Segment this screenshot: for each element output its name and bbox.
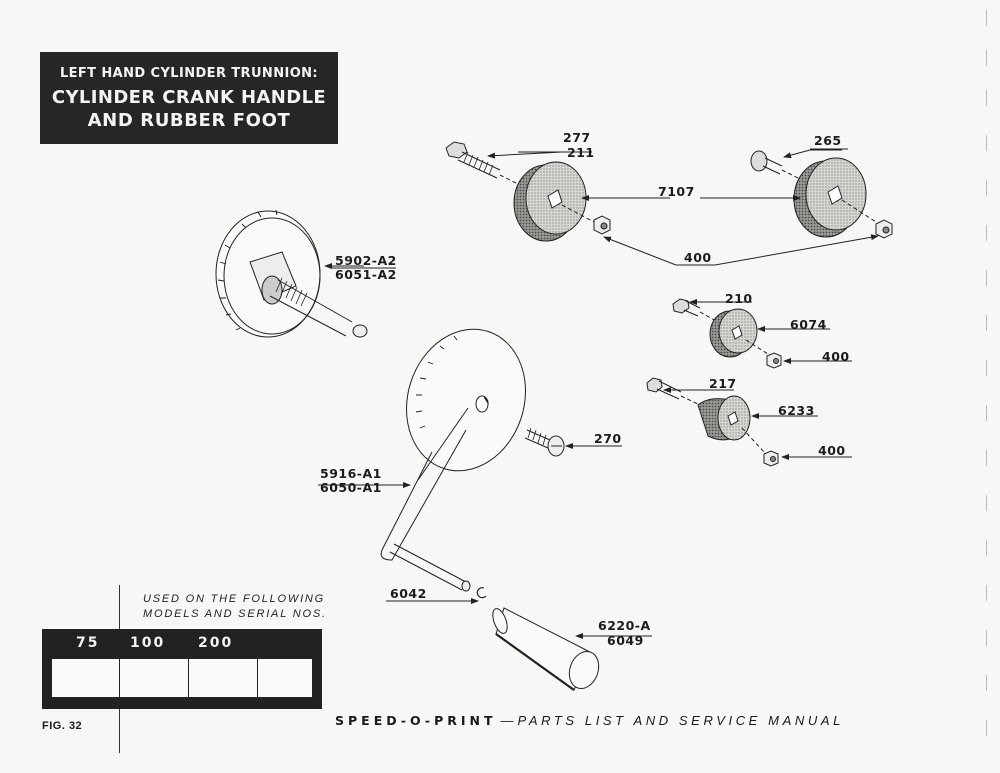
rubber-foot-7107-left	[513, 161, 587, 242]
title-line-2: CYLINDER CRANK HANDLE	[51, 87, 327, 108]
serial-cell-1	[52, 659, 119, 697]
part-label-6049: 6049	[607, 633, 644, 648]
part-label-6050-a1: 6050-A1	[320, 480, 382, 495]
square-nut-400-mid	[766, 352, 782, 369]
model-200: 200	[198, 635, 234, 651]
part-label-5916-a1: 5916-A1	[320, 466, 382, 481]
retaining-clip-6042	[476, 587, 487, 599]
bolt-265	[750, 150, 807, 183]
title-line-3: AND RUBBER FOOT	[87, 110, 291, 131]
square-nut-400-left	[593, 215, 611, 235]
serial-cell-4	[258, 659, 312, 697]
crank-handle-5916-a1	[380, 328, 526, 561]
bolt-277-211	[445, 141, 523, 187]
part-label-6042: 6042	[390, 586, 427, 601]
part-label-211: 211	[567, 145, 595, 160]
rubber-foot-7107-right	[793, 157, 867, 238]
part-label-217: 217	[709, 376, 737, 391]
leader-400-right	[676, 234, 879, 266]
crank-pin	[389, 543, 471, 592]
models-table: 75 100 200	[42, 629, 322, 709]
foot-6074	[709, 308, 758, 358]
leader-400-left	[603, 236, 677, 266]
part-label-400-top: 400	[684, 250, 712, 265]
models-caption-line-1: USED ON THE FOLLOWING	[143, 593, 326, 605]
part-label-6233: 6233	[778, 403, 815, 418]
footer: SPEED-O-PRINT—PARTS LIST AND SERVICE MAN…	[335, 713, 844, 728]
title-block: LEFT HAND CYLINDER TRUNNION: CYLINDER CR…	[40, 52, 338, 144]
part-label-6220-a: 6220-A	[598, 618, 651, 633]
part-label-265: 265	[814, 133, 842, 148]
models-caption-line-2: MODELS AND SERIAL NOS.	[143, 608, 327, 620]
title-line-1: LEFT HAND CYLINDER TRUNNION:	[59, 66, 319, 81]
figure-label: FIG. 32	[42, 720, 83, 732]
knurled-knob-5902-a2	[215, 209, 368, 338]
part-label-6051-a2: 6051-A2	[335, 267, 397, 282]
model-75: 75	[76, 635, 100, 651]
part-label-7107: 7107	[658, 184, 695, 199]
footer-subtitle: PARTS LIST AND SERVICE MANUAL	[517, 713, 844, 728]
serial-cell-2	[120, 659, 188, 697]
part-label-270: 270	[594, 431, 622, 446]
part-label-277: 277	[563, 130, 591, 145]
part-label-400-mid: 400	[822, 349, 850, 364]
part-label-5902-a2: 5902-A2	[335, 253, 397, 268]
serial-cell-3	[189, 659, 257, 697]
part-label-400-low: 400	[818, 443, 846, 458]
models-caption: USED ON THE FOLLOWING MODELS AND SERIAL …	[143, 592, 327, 622]
part-label-6074: 6074	[790, 317, 827, 332]
square-nut-400-right	[875, 219, 893, 239]
handle-grip-6220-a	[492, 607, 600, 691]
screw-270	[524, 427, 565, 457]
model-100: 100	[130, 635, 166, 651]
foot-6233	[697, 395, 751, 441]
square-nut-400-low	[763, 450, 779, 467]
part-label-210: 210	[725, 291, 753, 306]
leader-265	[783, 149, 842, 159]
label-underlines	[320, 148, 852, 637]
footer-brand: SPEED-O-PRINT	[335, 713, 497, 728]
screw-217	[646, 377, 701, 406]
footer-dash: —	[500, 713, 514, 728]
